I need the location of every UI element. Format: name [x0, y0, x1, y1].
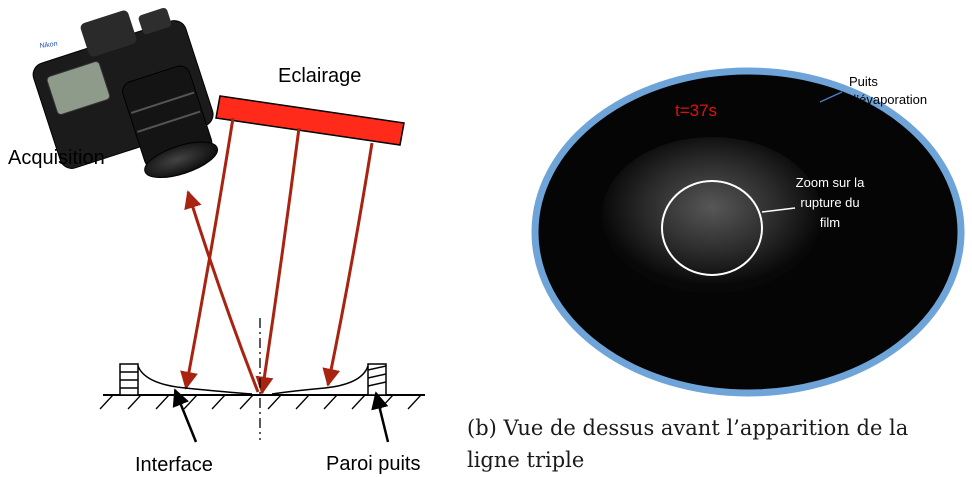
zoom-circle: [661, 180, 763, 276]
time-label: t=37s: [675, 101, 717, 120]
zoom-label-line3: film: [820, 215, 840, 230]
sink-pointer: [819, 91, 843, 103]
camera-icon: [32, 7, 218, 179]
wall-right: [367, 363, 387, 396]
sink-label-line2: d’évaporation: [849, 92, 927, 107]
figure-caption: (b) Vue de dessus avant l’apparition de …: [467, 416, 909, 472]
reflected-ray: [184, 190, 260, 393]
incident-ray-left: [180, 117, 235, 390]
incident-ray-center: [255, 127, 301, 395]
wall-left: [119, 363, 139, 396]
interface-right: [271, 365, 369, 395]
interface-pointer-arrow: [172, 388, 198, 443]
sink-label-line1: Puits: [849, 74, 878, 89]
wall-pointer-arrow: [371, 391, 390, 443]
interface-label: Interface: [135, 454, 213, 476]
light-rays: [180, 117, 374, 395]
interface-left: [137, 365, 253, 395]
acquisition-label: Acquisition: [8, 147, 105, 169]
film-glow: [602, 137, 822, 293]
zoom-pointer: [761, 207, 796, 213]
substrate: [99, 394, 425, 410]
zoom-label-line1: Zoom sur la: [796, 175, 865, 190]
zoom-label-line2: rupture du: [800, 195, 859, 210]
camera-lens: [122, 65, 218, 179]
camera-brand-text: Nikon: [39, 41, 58, 50]
incident-ray-right: [322, 142, 374, 387]
lighting-lamp: [215, 95, 405, 146]
wall-label: Paroi puits: [326, 453, 421, 475]
lighting-label: Eclairage: [278, 65, 361, 87]
